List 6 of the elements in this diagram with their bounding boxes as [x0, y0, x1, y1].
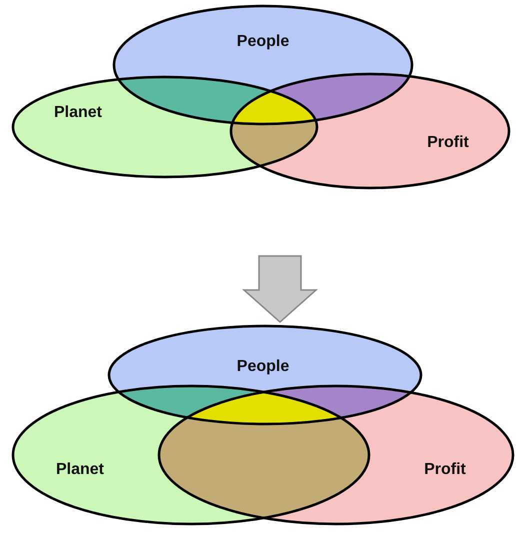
set-label: People — [236, 33, 290, 51]
set-label: Planet — [56, 461, 104, 479]
set-label: People — [236, 358, 290, 376]
set-label: Planet — [54, 104, 102, 122]
set-label: Profit — [424, 461, 466, 479]
set-label: Profit — [427, 134, 469, 152]
